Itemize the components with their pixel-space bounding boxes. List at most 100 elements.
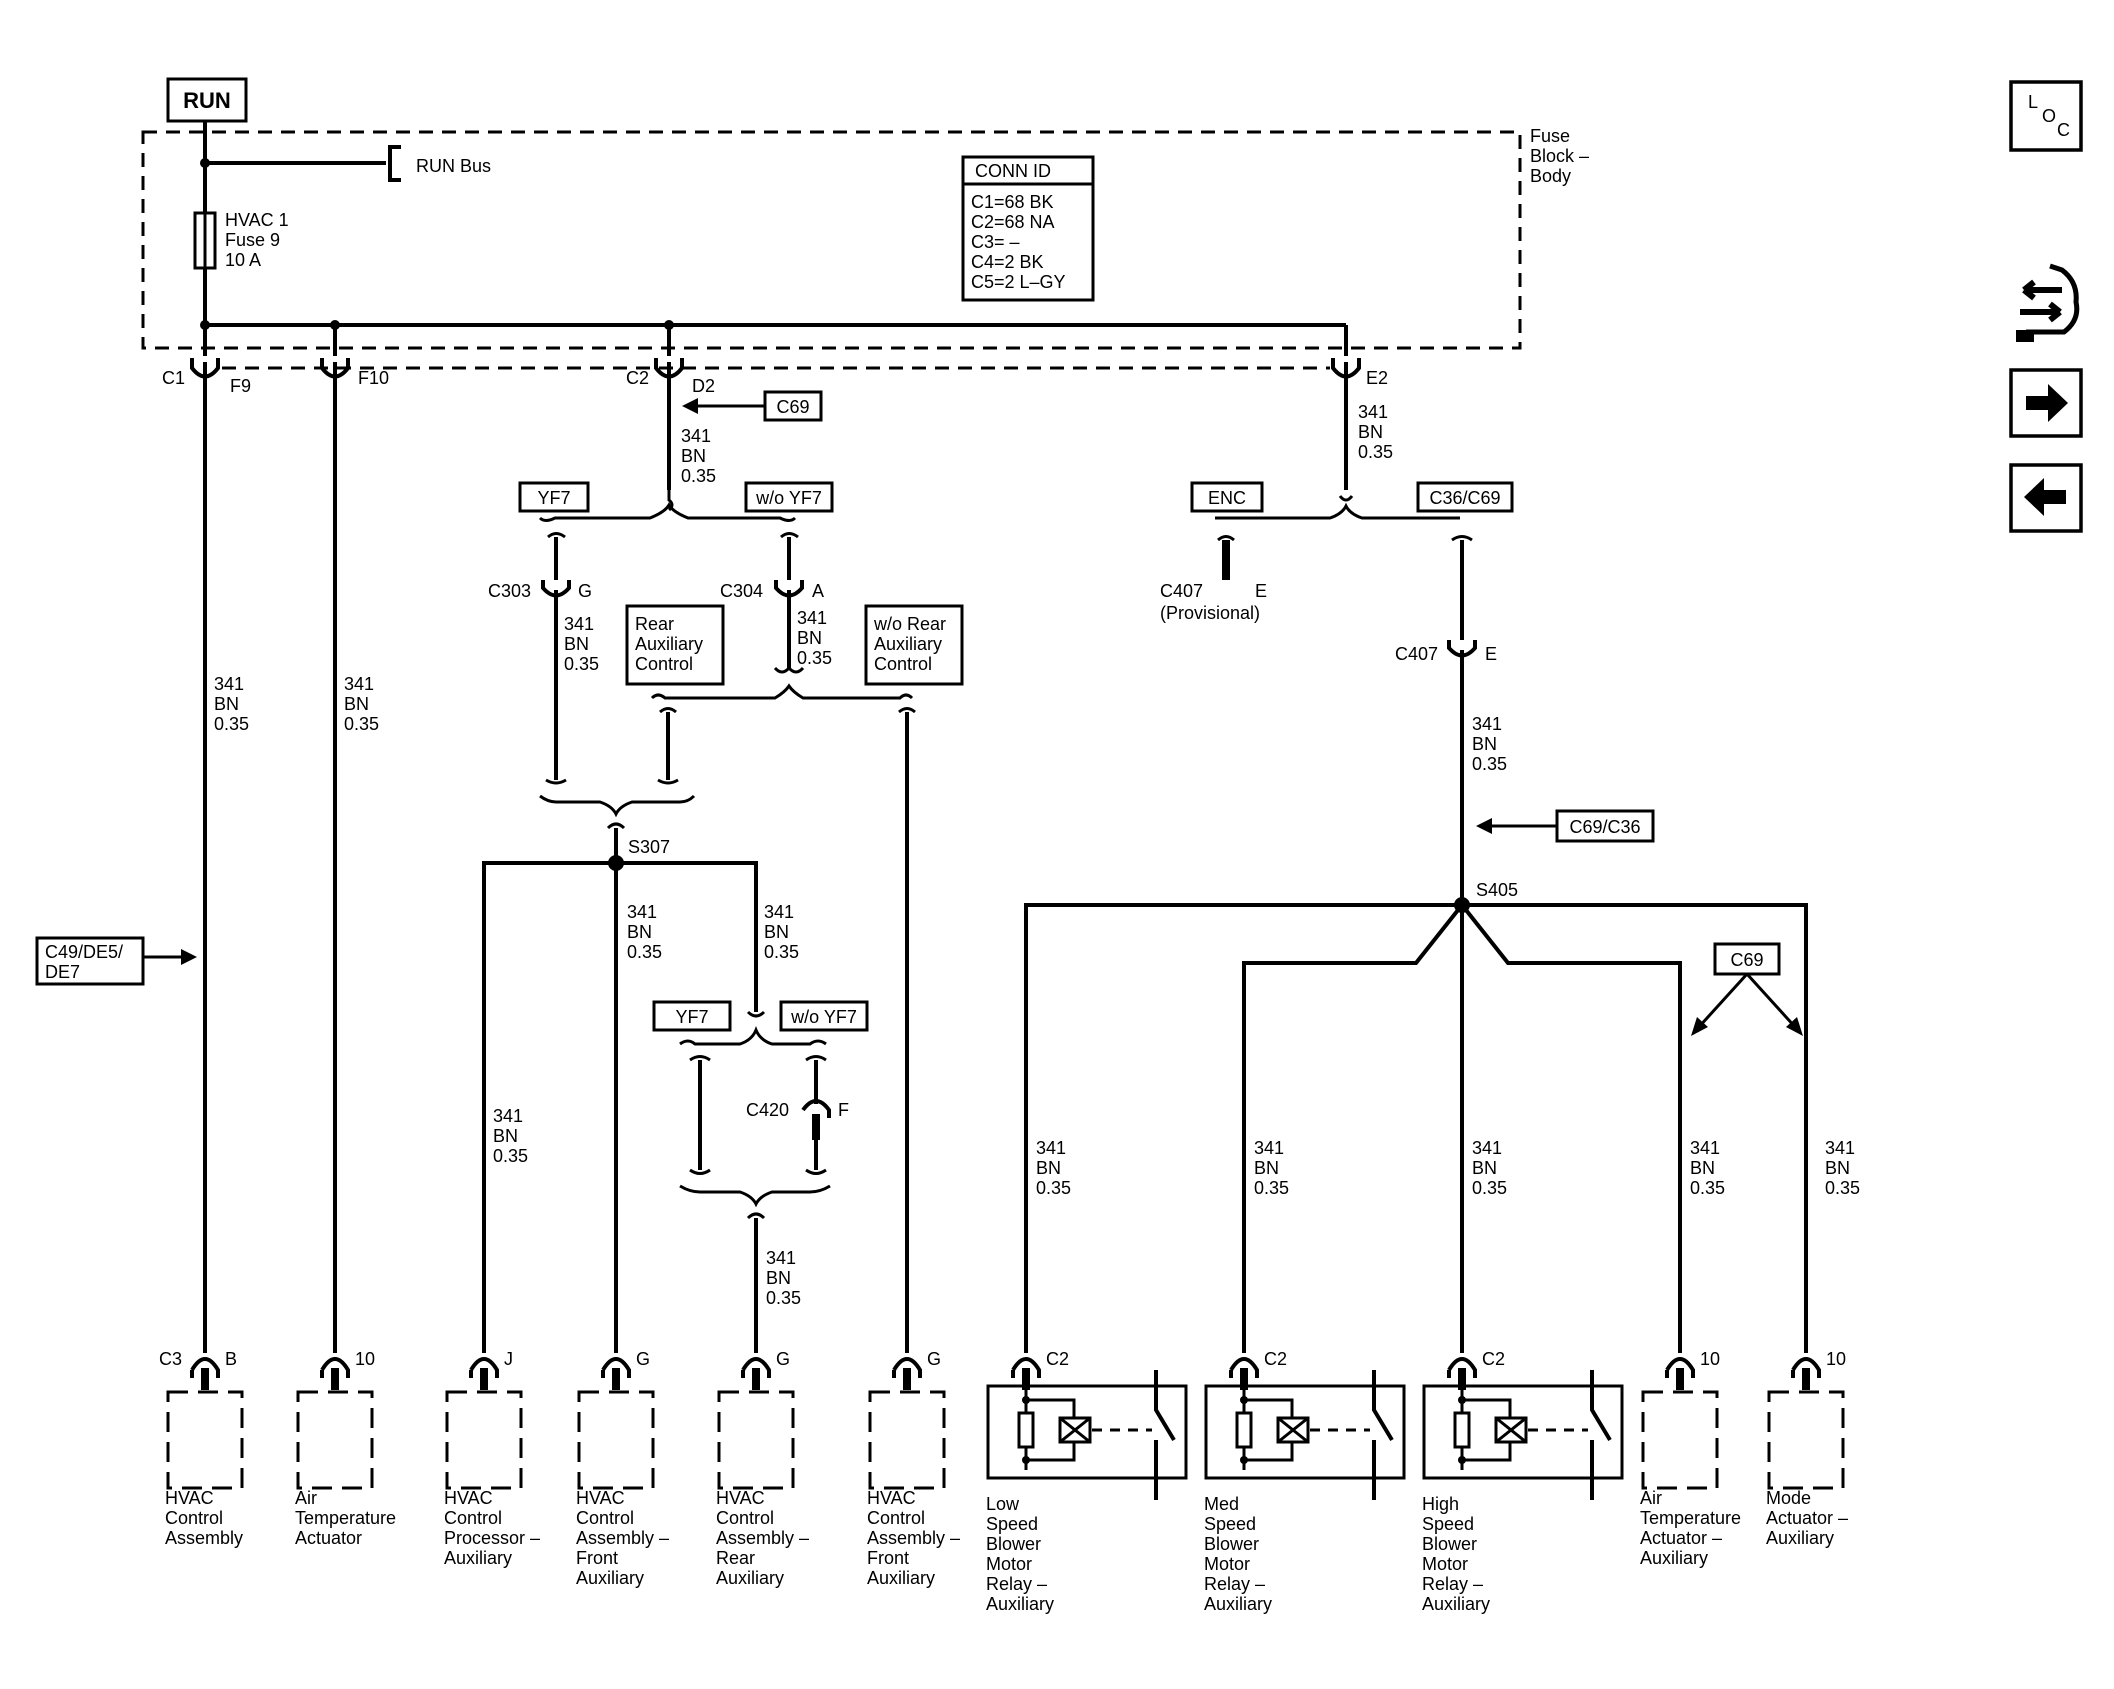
run-bus-label: RUN Bus	[416, 156, 491, 176]
c303-break-top	[547, 532, 566, 539]
c304-pin: A	[812, 581, 824, 601]
component-pin-label: B	[225, 1349, 237, 1369]
yf7-option-bracket	[538, 501, 797, 522]
wo-rear-aux-control-box	[864, 604, 964, 686]
c49-label: C49/DE5/ DE7	[45, 942, 128, 982]
component-pin-label: 10	[1826, 1349, 1846, 1369]
component-pin-label: G	[636, 1349, 650, 1369]
conn-id-header: CONN ID	[975, 161, 1051, 181]
c407-pin: E	[1485, 644, 1497, 664]
c420-break-bottom	[805, 1168, 827, 1175]
wo-yf7-low-box	[779, 1000, 869, 1032]
wire-label-d2: 341 BN 0.35	[681, 426, 716, 486]
e2-label: E2	[1366, 368, 1388, 388]
d2-label: D2	[692, 376, 715, 396]
connector-c1-f9	[190, 358, 220, 1353]
forward-arrow-icon[interactable]	[2009, 368, 2083, 438]
conn-id-list: C1=68 BK C2=68 NA C3= – C4=2 BK C5=2 L–G…	[971, 192, 1066, 292]
svg-text:L: L	[2028, 92, 2038, 112]
back-arrow-icon[interactable]	[2009, 463, 2083, 533]
yf7-low-break	[746, 1010, 766, 1018]
s307-break	[606, 822, 626, 830]
c69-right-arrow-right	[1745, 972, 1798, 1030]
wo-yf7-top-box	[744, 481, 834, 513]
c407-prov-label: C407	[1160, 581, 1203, 601]
yf7-low-label: YF7	[675, 1007, 708, 1027]
wire-label-rear-aux: 341 BN 0.35	[766, 1248, 801, 1308]
c36-c69-box	[1416, 481, 1514, 513]
rear-aux-break	[773, 665, 805, 674]
c69-d2-box	[763, 390, 823, 422]
c420-break-top	[805, 1055, 827, 1062]
c420-pin: F	[838, 1100, 849, 1120]
loc-icon[interactable]: L O C	[2009, 80, 2083, 152]
c1-label: C1	[162, 368, 185, 388]
c69-c36-arrowhead	[1476, 818, 1492, 834]
component-conn-label: C3	[159, 1349, 182, 1369]
s405-label: S405	[1476, 880, 1518, 900]
svg-text:O: O	[2042, 106, 2056, 126]
wire-label-s307-mid: 341 BN 0.35	[627, 902, 662, 962]
connector-c420	[801, 1099, 831, 1118]
yf7-low-box	[652, 1000, 732, 1032]
wo-yf7-top-label: w/o YF7	[755, 488, 822, 508]
c407-prov-pin: E	[1255, 581, 1267, 601]
conn-id-box	[961, 155, 1095, 302]
yf7-low-bracket	[679, 1025, 827, 1046]
option-break-d2	[667, 490, 674, 512]
connector-c2-d2	[654, 358, 684, 490]
wire-label-c303: 341 BN 0.35	[564, 614, 599, 674]
fuse-block-label: Fuse Block – Body	[1530, 126, 1594, 186]
wire-label-c407: 341 BN 0.35	[1472, 714, 1507, 774]
c303-pin: G	[578, 581, 592, 601]
component-pin-label: C2	[1482, 1349, 1505, 1369]
fuse-block-enclosure	[141, 130, 1522, 350]
c2-label: C2	[626, 368, 649, 388]
c69-right-label: C69	[1730, 950, 1763, 970]
enc-label: ENC	[1208, 488, 1246, 508]
wo-yf7-low-label: w/o YF7	[790, 1007, 857, 1027]
c303-label: C303	[488, 581, 531, 601]
wo-rear-aux-control-label: w/o Rear Auxiliary Control	[873, 614, 951, 674]
rear-aux-break-left	[659, 707, 677, 714]
yf7-top-label: YF7	[537, 488, 570, 508]
schematic-flow-icon[interactable]	[2016, 263, 2080, 342]
c69-right-arrow-left	[1696, 972, 1749, 1030]
c69-d2-label: C69	[776, 397, 809, 417]
wire-label-e2: 341 BN 0.35	[1358, 402, 1393, 462]
c36-c69-label: C36/C69	[1429, 488, 1500, 508]
connector-f10	[320, 358, 350, 1353]
component-pin-label: G	[927, 1349, 941, 1369]
enc-box	[1190, 481, 1264, 513]
component-pin-label: 10	[1700, 1349, 1720, 1369]
rear-aux-break-right	[898, 707, 916, 714]
rear-aux-feed-break	[746, 1212, 766, 1220]
c407-prov-break	[1217, 535, 1235, 542]
f9-label: F9	[230, 376, 251, 396]
component-pin-label: 10	[355, 1349, 375, 1369]
wire-label-c1: 341 BN 0.35	[214, 674, 249, 734]
s307-label: S307	[628, 837, 670, 857]
c49-arrowhead	[181, 949, 197, 965]
